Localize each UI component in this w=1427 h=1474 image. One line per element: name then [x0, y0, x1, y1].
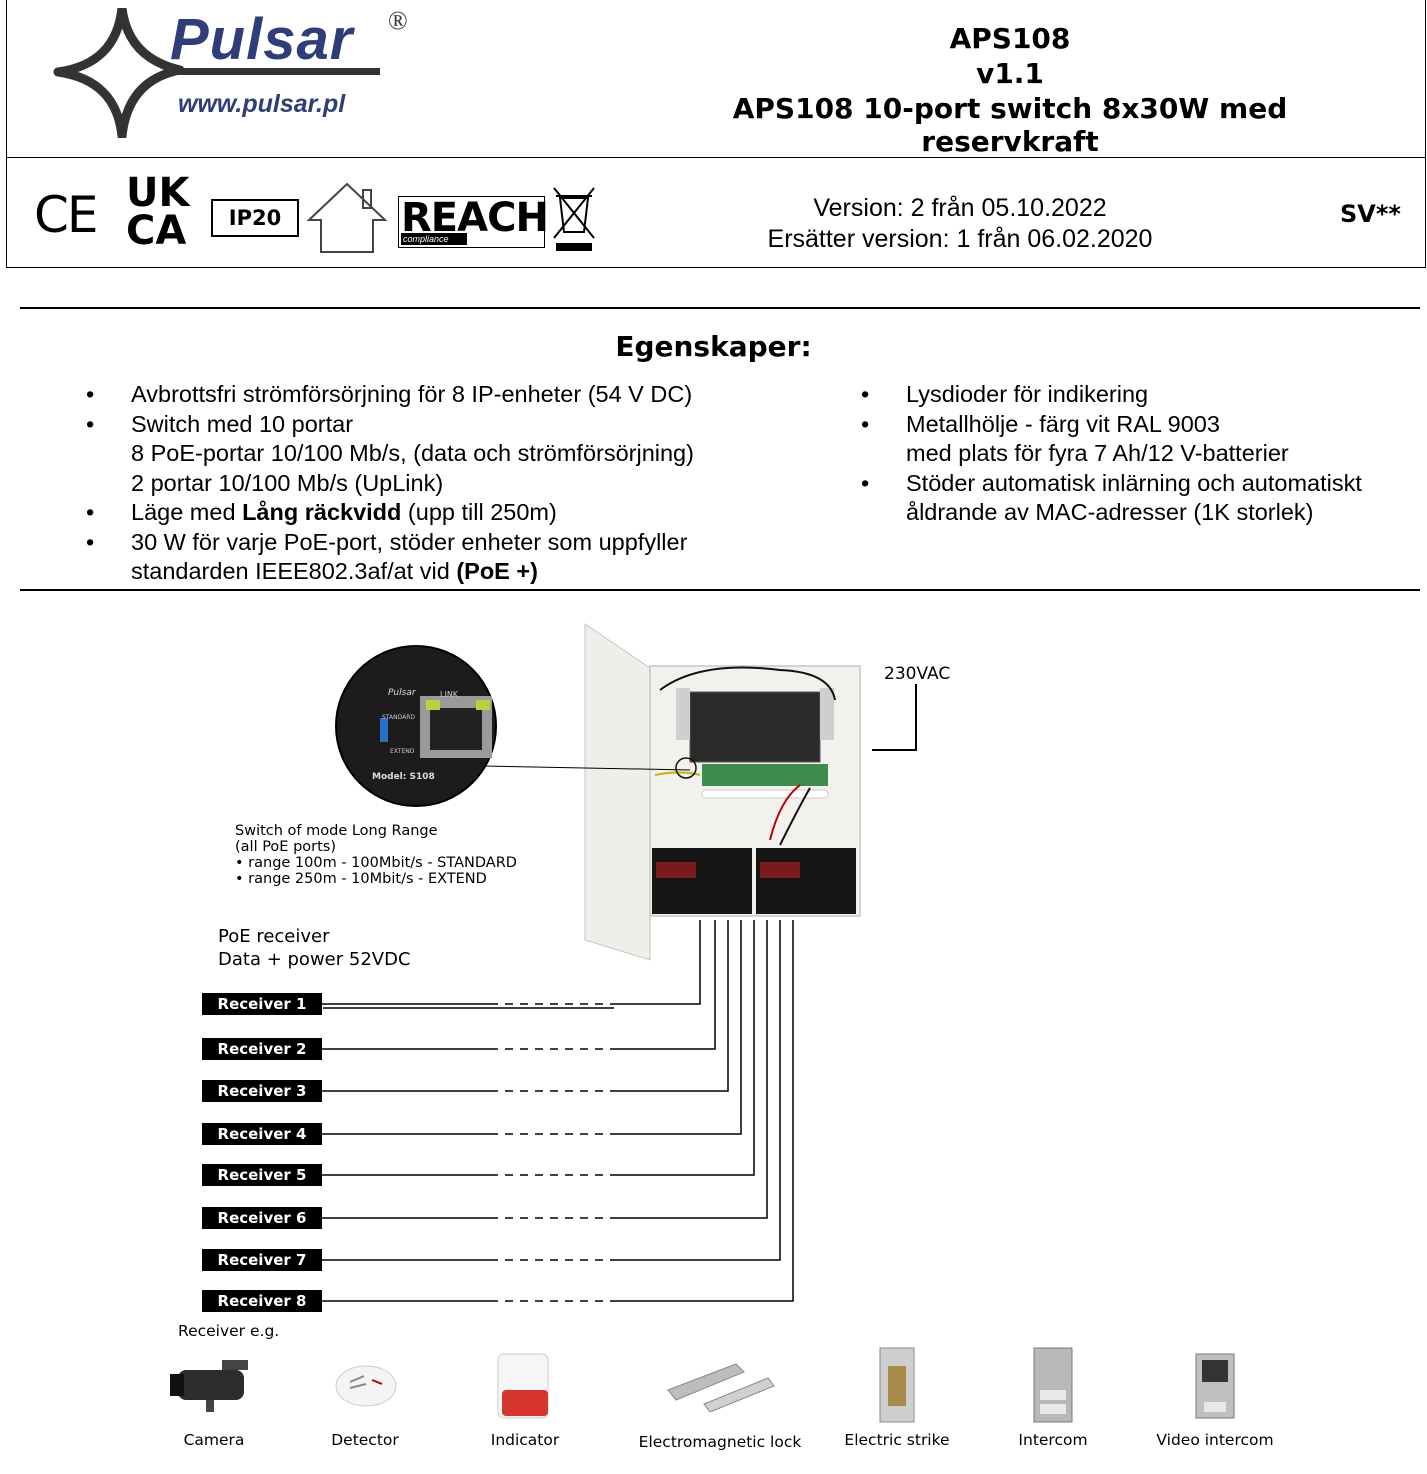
features-bottom-rule	[20, 589, 1420, 591]
logo-brand: Pulsar	[170, 6, 353, 73]
receiver-cable-riser-7	[614, 920, 780, 1260]
receiver-cable-riser-4	[614, 920, 741, 1134]
device-label: Indicator	[425, 1431, 625, 1449]
camera-icon	[170, 1356, 260, 1416]
ce-mark-icon: CE	[34, 186, 97, 244]
receiver-label-7: Receiver 7	[202, 1249, 322, 1271]
product-description: APS108 10-port switch 8x30W med reservkr…	[650, 92, 1370, 158]
receiver-cable-riser-5	[614, 920, 754, 1175]
mains-label: 230VAC	[884, 664, 950, 684]
receiver-label-2: Receiver 2	[202, 1038, 322, 1060]
device-label: Electromagnetic lock	[620, 1433, 820, 1451]
receiver-example-label: Receiver e.g.	[178, 1322, 279, 1340]
zoom-model-label: Model: S108	[372, 772, 435, 782]
intercom-icon	[1032, 1346, 1074, 1424]
receiver-cable-riser-1	[614, 920, 700, 1004]
receiver-label-4: Receiver 4	[202, 1123, 322, 1145]
receiver-cable-riser-3	[614, 920, 728, 1091]
ip20-badge: IP20	[211, 199, 299, 237]
zoom-link-label: LINK	[440, 690, 458, 699]
language-code: SV**	[1340, 200, 1401, 228]
indoor-house-icon	[305, 180, 390, 256]
receiver-label-6: Receiver 6	[202, 1207, 322, 1229]
feature-item: •Lysdioder för indikering	[906, 380, 1426, 410]
features-title: Egenskaper:	[0, 330, 1427, 363]
zoom-brand: Pulsar	[388, 688, 416, 698]
switch-mode-note: Switch of mode Long Range (all PoE ports…	[235, 823, 517, 887]
electric-strike-icon	[876, 1346, 920, 1424]
receiver-cable-riser-6	[614, 920, 767, 1218]
ukca-mark-icon: UK CA	[126, 174, 189, 250]
electromagnetic-lock-icon	[664, 1360, 776, 1412]
features-top-rule	[20, 307, 1420, 309]
document-replaces: Ersätter version: 1 från 06.02.2020	[700, 225, 1220, 254]
device-label: Video intercom	[1115, 1431, 1315, 1449]
receiver-label-3: Receiver 3	[202, 1080, 322, 1102]
feature-item: •Switch med 10 portar8 PoE-portar 10/100…	[131, 410, 811, 499]
detector-icon	[334, 1362, 398, 1408]
zoom-standard-label: STANDARD	[382, 714, 415, 721]
logo-registered: ®	[388, 6, 408, 36]
indicator-icon	[494, 1352, 556, 1422]
product-title: APS108	[650, 22, 1370, 55]
feature-item: •Avbrottsfri strömförsörjning för 8 IP-e…	[131, 380, 811, 410]
receiver-label-8: Receiver 8	[202, 1290, 322, 1312]
feature-item: •Läge med Lång räckvidd (upp till 250m)	[131, 498, 811, 528]
logo-url: www.pulsar.pl	[178, 90, 345, 119]
feature-item: •Metallhölje - färg vit RAL 9003med plat…	[906, 410, 1426, 469]
feature-item: •30 W för varje PoE-port, stöder enheter…	[131, 528, 811, 587]
receiver-label-1: Receiver 1	[202, 993, 322, 1015]
receiver-label-5: Receiver 5	[202, 1164, 322, 1186]
reach-badge: REACH compliance	[398, 196, 545, 248]
product-version: v1.1	[650, 57, 1370, 90]
receiver-wiring	[0, 900, 900, 1320]
receiver-cable-riser-8	[614, 920, 793, 1301]
zoom-extend-label: EXTEND	[390, 748, 414, 755]
weee-bin-icon	[550, 186, 598, 254]
feature-item: •Stöder automatisk inlärning och automat…	[906, 469, 1426, 528]
features-right-list: •Lysdioder för indikering •Metallhölje -…	[906, 380, 1426, 528]
document-version: Version: 2 från 05.10.2022	[700, 194, 1220, 223]
video-intercom-icon	[1194, 1352, 1236, 1420]
features-left-list: •Avbrottsfri strömförsörjning för 8 IP-e…	[131, 380, 811, 587]
